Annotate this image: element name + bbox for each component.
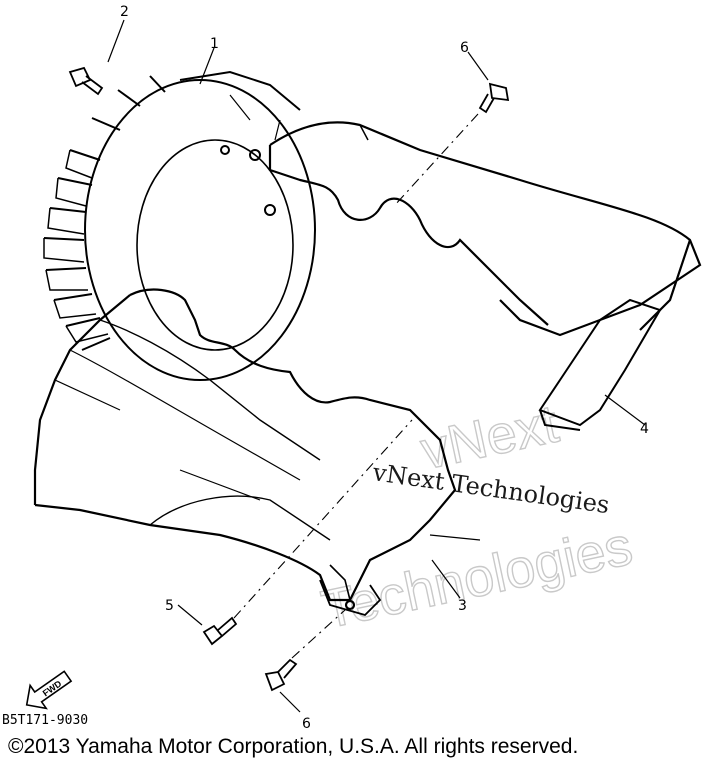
bolt-5 (177, 419, 413, 646)
flywheel-magneto (43, 70, 316, 381)
callout-3: 3 (458, 598, 467, 614)
leader-lines (199, 47, 646, 599)
fwd-arrow-icon: FWD (25, 670, 73, 710)
callout-6-top: 6 (460, 40, 469, 56)
bolt-6-top (394, 51, 510, 206)
duct-strip (538, 298, 662, 431)
lower-air-duct (33, 288, 457, 611)
callout-6-bottom: 6 (302, 716, 311, 732)
bolt-2 (68, 19, 125, 96)
callout-2: 2 (120, 4, 129, 20)
callout-labels: 1 2 3 4 5 6 6 (120, 4, 649, 732)
drawing-code: B5T171-9030 (2, 713, 88, 728)
bolt-6-bottom (264, 609, 346, 713)
callout-5: 5 (165, 598, 174, 614)
callout-1: 1 (210, 36, 219, 52)
callout-4: 4 (640, 421, 649, 437)
copyright-notice: ©2013 Yamaha Motor Corporation, U.S.A. A… (8, 735, 579, 758)
upper-air-duct (268, 121, 702, 337)
watermark-technologies: Technologies (317, 516, 638, 640)
bracket-plate (319, 579, 382, 617)
